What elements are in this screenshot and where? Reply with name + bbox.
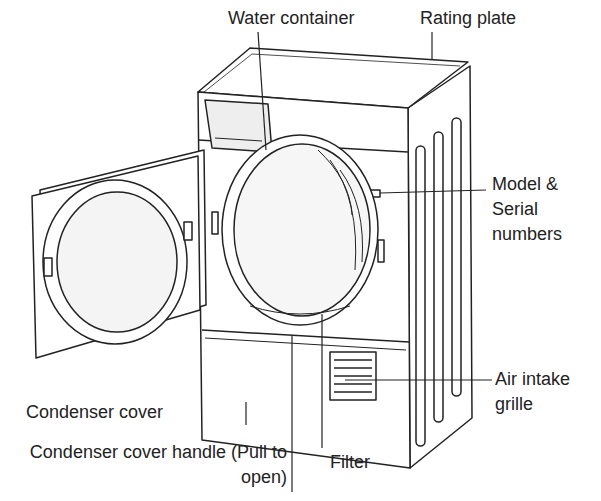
drum bbox=[234, 144, 370, 316]
filter-rim bbox=[250, 306, 350, 314]
side-rib bbox=[434, 132, 443, 422]
part-label: Water container bbox=[228, 6, 418, 31]
cover-handle bbox=[205, 338, 406, 350]
drawer-handle bbox=[215, 138, 262, 141]
grille-slat bbox=[334, 359, 372, 361]
part-label: Air intake grille bbox=[495, 367, 595, 417]
latch-slot bbox=[378, 240, 384, 262]
drum-rib bbox=[318, 150, 352, 215]
air-grille bbox=[330, 352, 376, 400]
part-label: Rating plate bbox=[420, 6, 595, 31]
grille-slat bbox=[334, 391, 372, 393]
door-window bbox=[43, 180, 187, 344]
part-label: Filter bbox=[330, 450, 450, 475]
front-panel bbox=[198, 92, 410, 468]
part-label: Model & Serial numbers bbox=[492, 172, 592, 247]
door-hinge bbox=[184, 222, 192, 240]
leader-line bbox=[345, 379, 492, 380]
side-rib bbox=[416, 146, 425, 446]
door-latch bbox=[44, 258, 52, 276]
door-glass bbox=[57, 192, 177, 332]
door bbox=[32, 156, 200, 358]
side-rib bbox=[452, 118, 461, 396]
top-rim bbox=[204, 54, 460, 92]
leader-line bbox=[431, 32, 432, 60]
leader-line bbox=[321, 314, 322, 448]
leader-line bbox=[258, 32, 266, 150]
part-label: Condenser cover bbox=[26, 400, 251, 425]
grille-slat bbox=[334, 383, 372, 385]
leader-line bbox=[245, 402, 246, 425]
side-panel bbox=[408, 66, 472, 468]
hinge-slot bbox=[212, 212, 218, 234]
leader-lines bbox=[246, 32, 492, 492]
leader-line bbox=[291, 335, 292, 492]
part-label: Condenser cover handle (Pull to open) bbox=[0, 440, 287, 490]
cover-top-edge bbox=[202, 330, 409, 342]
door-opening bbox=[222, 135, 378, 325]
water-container bbox=[205, 100, 272, 152]
grille-slat bbox=[334, 375, 372, 377]
leader-line bbox=[380, 190, 486, 193]
grille-slat bbox=[334, 367, 372, 369]
